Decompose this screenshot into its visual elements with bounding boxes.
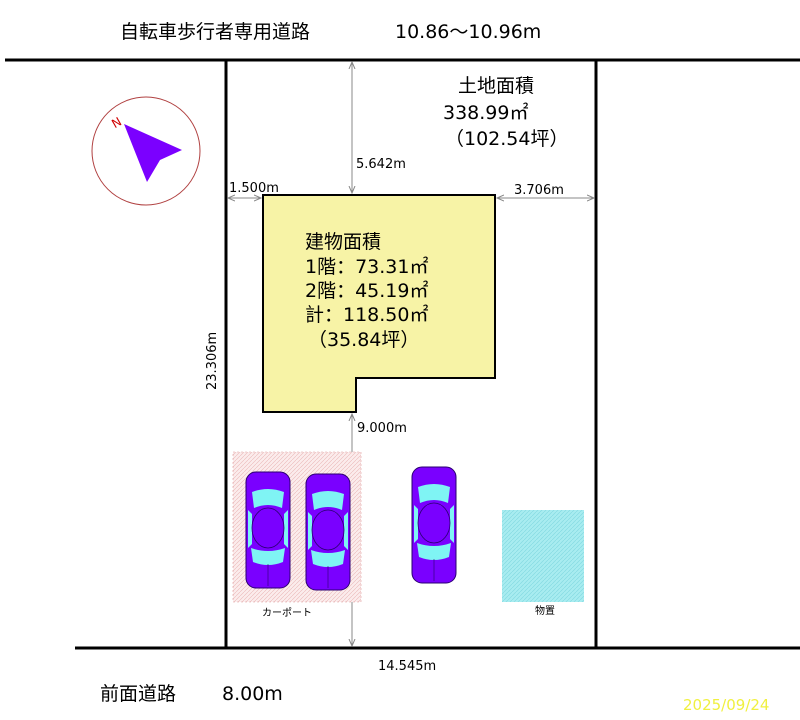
building-area-title: 建物面積 [305,231,381,253]
front-road-label: 前面道路 [100,683,176,705]
car-icon [305,473,351,591]
north-compass-icon: N [91,96,201,206]
building-tsubo: （35.84坪） [308,329,419,351]
building-footprint [262,194,496,413]
building-floor2: 2階：45.19㎡ [305,279,428,302]
east-setback-label: 3.706m [514,183,564,198]
top-road-width: 10.86〜10.96m [395,21,541,43]
south-setback-label: 9.000m [357,421,407,436]
north-setback-label: 5.642m [356,157,406,172]
front-road-width: 8.00m [222,683,283,705]
land-area-tsubo: （102.54坪） [445,128,568,150]
car-icon [245,471,291,589]
building-total: 計：118.50㎡ [305,303,428,326]
land-area-sqm: 338.99㎡ [443,101,528,124]
frontage-label: 14.545m [378,659,436,674]
date-stamp: 2025/09/24 [683,696,769,714]
top-road-label: 自転車歩行者専用道路 [120,21,310,43]
depth-label: 23.306m [205,332,220,390]
storage-shed [502,510,584,602]
building-floor1: 1階：73.31㎡ [305,255,428,278]
land-area-title: 土地面積 [458,75,534,97]
storage-label: 物置 [535,604,555,617]
west-setback-label: 1.500m [229,181,279,196]
svg-text:N: N [109,114,124,131]
car-icon [411,466,457,584]
carport-label: カーポート [262,607,312,619]
